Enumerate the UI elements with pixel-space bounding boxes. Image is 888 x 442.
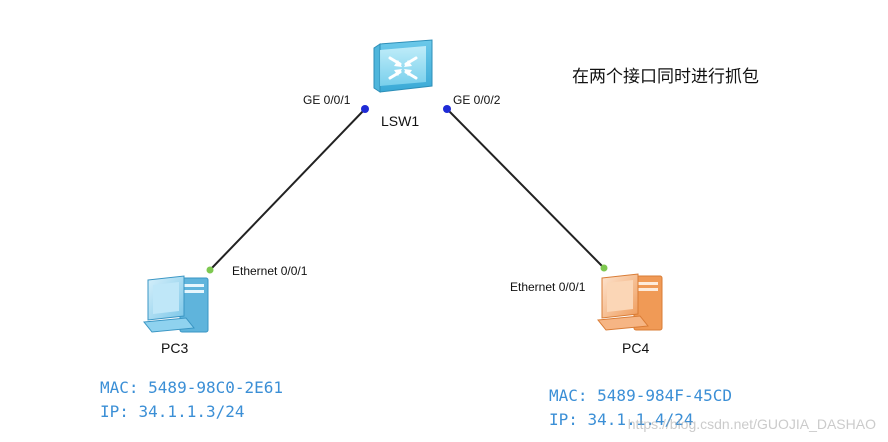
switch-label: LSW1 [381,113,420,129]
pc4-info: MAC: 5489-984F-45CD IP: 34.1.1.4/24 [549,384,732,432]
port-label-ge002: GE 0/0/2 [453,93,501,107]
pc3-info: MAC: 5489-98C0-2E61 IP: 34.1.1.3/24 [100,376,283,424]
port-dot-pc3-eth[interactable] [206,266,214,274]
port-label-pc3-eth: Ethernet 0/0/1 [232,264,308,278]
watermark: https://blog.csdn.net/GUOJIA_DASHAO [627,416,876,432]
pc3-icon[interactable] [143,275,209,333]
pc3-ip: IP: 34.1.1.3/24 [100,402,245,421]
port-dot-pc4-eth[interactable] [600,264,608,272]
pc4-label: PC4 [622,340,650,356]
switch-icon[interactable] [373,39,433,93]
pc4-ip: IP: 34.1.1.4/24 [549,410,694,429]
port-dot-ge002[interactable] [443,105,451,113]
capture-note: 在两个接口同时进行抓包 [572,67,759,87]
pc3-mac: MAC: 5489-98C0-2E61 [100,378,284,397]
port-label-ge001: GE 0/0/1 [303,93,351,107]
pc4-icon[interactable] [597,273,663,331]
port-dot-ge001[interactable] [361,105,369,113]
pc3-label: PC3 [161,340,189,356]
pc4-mac: MAC: 5489-984F-45CD [549,386,733,405]
link-lsw1-pc4 [446,108,605,269]
port-label-pc4-eth: Ethernet 0/0/1 [510,280,586,294]
link-lsw1-pc3 [209,108,366,271]
